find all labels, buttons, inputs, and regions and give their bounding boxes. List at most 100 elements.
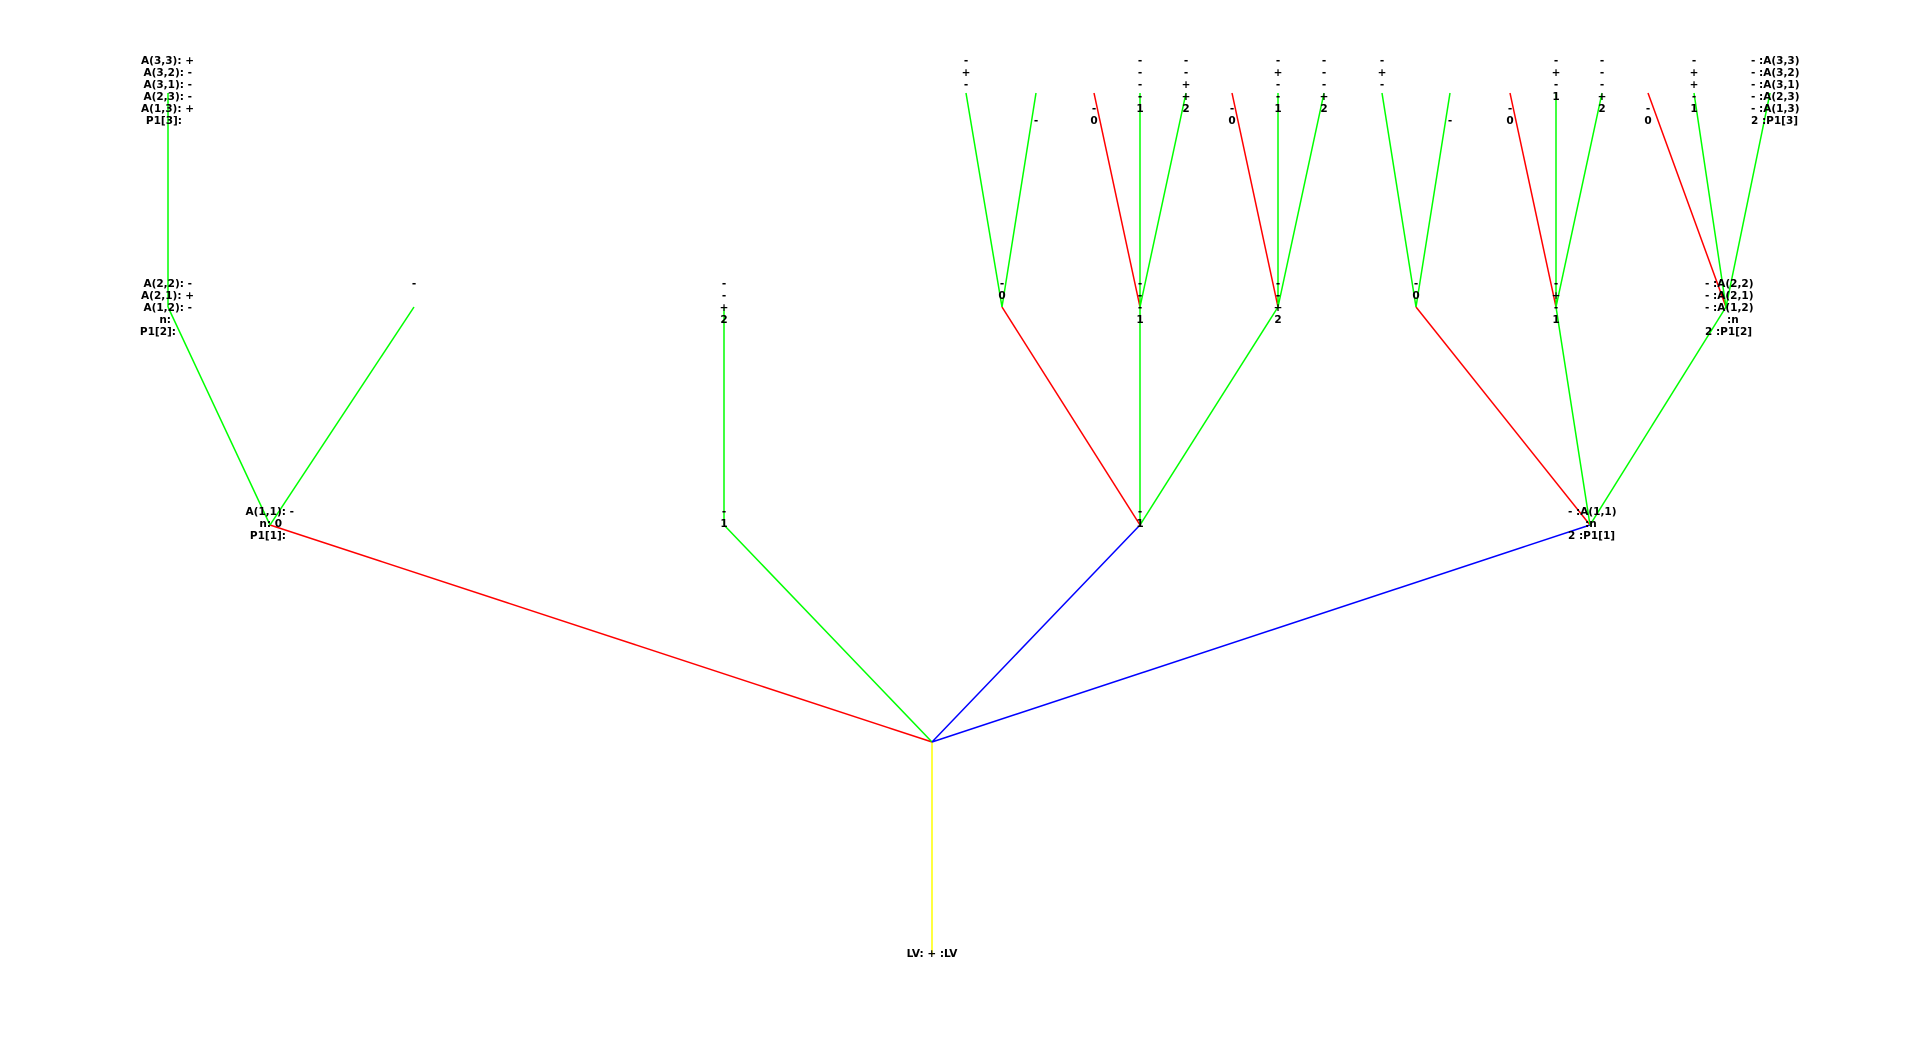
node-label: -: [412, 278, 416, 290]
node-label: -: [1600, 79, 1604, 91]
tree-edge: [269, 524, 933, 743]
legend-label: A(1,2): -: [143, 302, 192, 314]
node-label: -: [1138, 79, 1142, 91]
node-label: +: [1274, 302, 1283, 314]
node-label: +: [1274, 67, 1283, 79]
node-label: -: [1138, 290, 1142, 302]
node-label: -: [964, 55, 968, 67]
node-label: -: [1322, 55, 1326, 67]
node-label: -: [1184, 67, 1188, 79]
legend-label: - :A(1,1): [1568, 506, 1617, 518]
node-label: -: [1600, 55, 1604, 67]
node-label: -: [1600, 67, 1604, 79]
node-label: 2: [1274, 314, 1281, 326]
node-label: 1: [1136, 518, 1143, 530]
node-label: -: [1554, 302, 1558, 314]
node-label: 1: [720, 518, 727, 530]
tree-edge: [1415, 92, 1451, 308]
tree-edge: [1231, 92, 1279, 308]
node-label: -: [1322, 79, 1326, 91]
tree-edge: [269, 306, 415, 526]
legend-label: A(1,3): +: [141, 103, 194, 115]
tree-edge: [1415, 306, 1591, 526]
tree-edge: [1725, 92, 1771, 308]
tree-edge: [1381, 92, 1417, 308]
node-label: -: [1034, 115, 1038, 127]
node-label: -: [722, 290, 726, 302]
tree-edge: [723, 524, 933, 743]
node-label: -: [1554, 278, 1558, 290]
legend-label: A(2,1): +: [141, 290, 194, 302]
node-label: -: [1276, 278, 1280, 290]
node-label: -: [1138, 302, 1142, 314]
node-label: -: [1276, 79, 1280, 91]
node-label: 2: [1320, 103, 1327, 115]
legend-label: A(1,1): -: [245, 506, 294, 518]
node-label: 1: [1274, 103, 1281, 115]
node-label: +: [1690, 79, 1699, 91]
node-labels: -1-1---+2-0---1--+2-0-+-1-+---0----1--++…: [412, 55, 1699, 530]
node-label: 0: [1228, 115, 1235, 127]
node-label: +: [962, 67, 971, 79]
node-label: +: [1378, 67, 1387, 79]
tree-edge: [1001, 306, 1141, 526]
level3-legend-right: - :A(3,3) - :A(3,2) - :A(3,1) - :A(2,3) …: [1751, 55, 1800, 127]
node-label: 2: [720, 314, 727, 326]
node-label: +: [1690, 67, 1699, 79]
node-label: -: [1138, 91, 1142, 103]
level2-legend-right: - :A(2,2) - :A(2,1) - :A(1,2) :n 2 :P1[2…: [1705, 278, 1754, 338]
legend-label: P1[3]:: [146, 115, 182, 127]
root-label: LV: + :LV: [907, 948, 959, 960]
node-label: +: [1320, 91, 1329, 103]
legend-label: :n: [1727, 314, 1739, 326]
node-label: +: [1552, 290, 1561, 302]
tree-edge: [1001, 92, 1037, 308]
legend-label: - :A(3,2): [1751, 67, 1800, 79]
tree-edge: [1693, 92, 1727, 308]
legend-label: A(3,3): +: [141, 55, 194, 67]
legend-label: n: 0: [259, 518, 282, 530]
legend-label: - :A(2,1): [1705, 290, 1754, 302]
legend-label: 2 :P1[1]: [1568, 530, 1615, 542]
node-label: -: [1692, 55, 1696, 67]
node-label: 1: [1136, 314, 1143, 326]
node-label: +: [1552, 67, 1561, 79]
node-label: +: [1182, 91, 1191, 103]
tree-edge: [931, 524, 1591, 743]
tree-edge: [1093, 92, 1141, 308]
legend-label: 2 :P1[3]: [1751, 115, 1798, 127]
node-label: -: [1448, 115, 1452, 127]
legend-label: A(3,2): -: [143, 67, 192, 79]
node-label: 1: [1552, 91, 1559, 103]
tree-edge: [1139, 306, 1279, 526]
node-label: +: [1182, 79, 1191, 91]
legend-label: - :A(3,1): [1751, 79, 1800, 91]
node-label: -: [1554, 55, 1558, 67]
node-label: -: [1380, 79, 1384, 91]
node-label: 1: [1552, 314, 1559, 326]
node-label: 2: [1182, 103, 1189, 115]
node-label: -: [1276, 55, 1280, 67]
legend-label: A(3,1): -: [143, 79, 192, 91]
legend-label: :n: [1585, 518, 1597, 530]
level1-legend-right: - :A(1,1) :n 2 :P1[1]: [1568, 506, 1617, 542]
tree-edge: [1139, 92, 1187, 308]
level3-legend-left: A(3,3): + A(3,2): - A(3,1): - A(2,3): - …: [141, 55, 194, 127]
legend-label: - :A(1,2): [1705, 302, 1754, 314]
node-label: 0: [998, 290, 1005, 302]
node-label: 0: [1090, 115, 1097, 127]
node-label: -: [1138, 67, 1142, 79]
node-label: -: [1380, 55, 1384, 67]
level1-legend-left: A(1,1): - n: 0 P1[1]:: [245, 506, 294, 542]
node-label: -: [1138, 278, 1142, 290]
node-label: +: [1598, 91, 1607, 103]
node-label: 0: [1644, 115, 1651, 127]
legend-label: P1[1]:: [250, 530, 286, 542]
legend-label: 2 :P1[2]: [1705, 326, 1752, 338]
node-label: -: [1000, 278, 1004, 290]
node-label: 2: [1598, 103, 1605, 115]
node-label: 1: [1690, 103, 1697, 115]
node-label: -: [722, 278, 726, 290]
legend-label: n:: [159, 314, 171, 326]
legend-label: A(2,2): -: [143, 278, 192, 290]
